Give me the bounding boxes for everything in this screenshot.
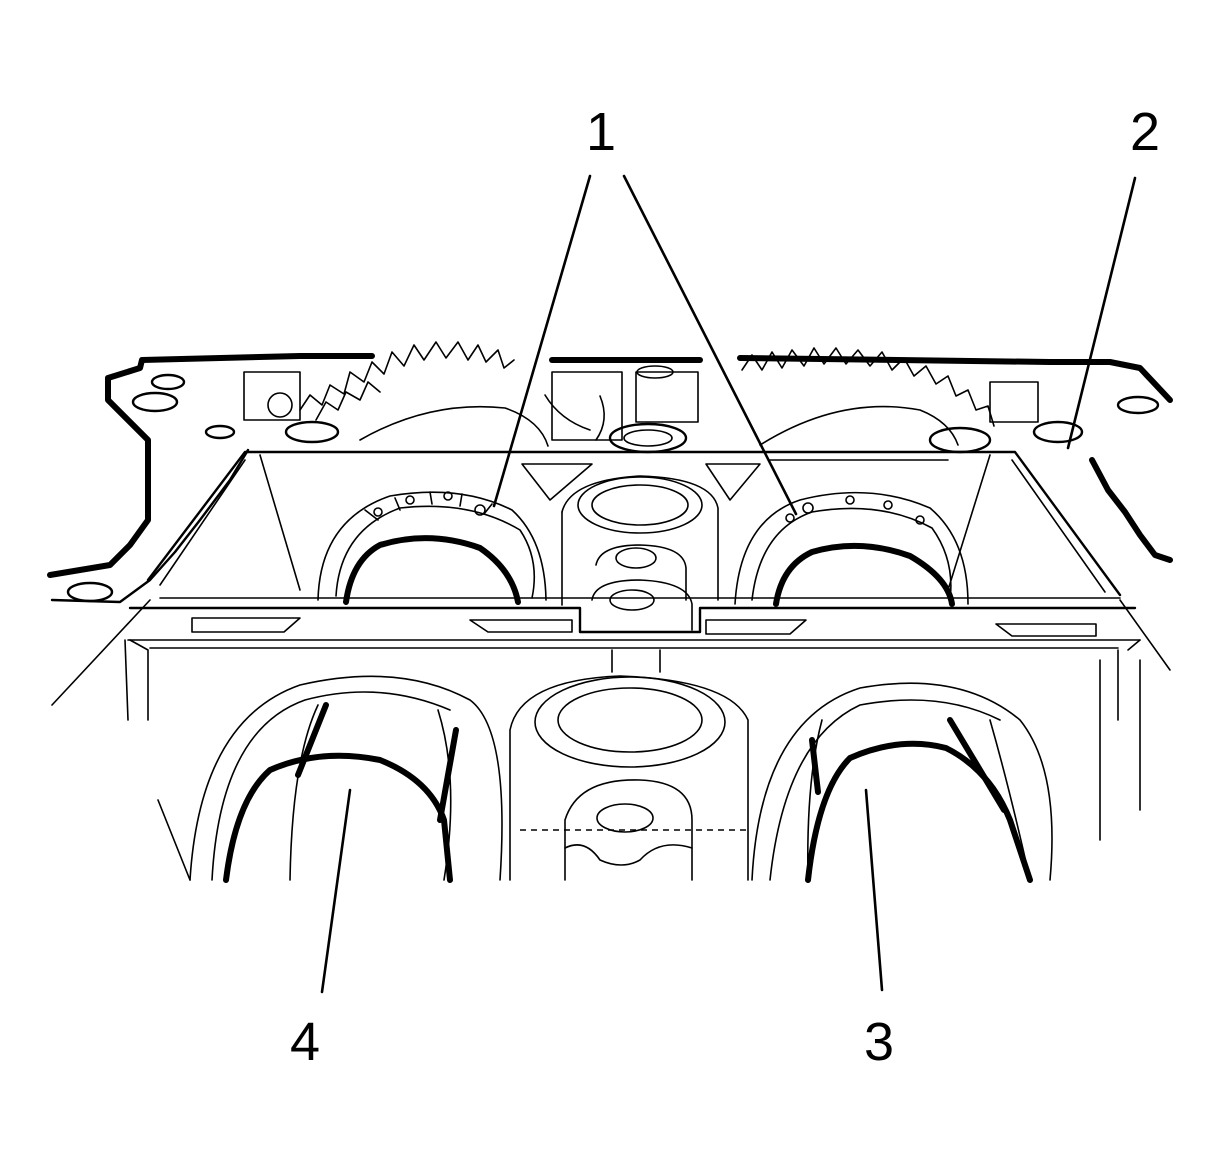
- right-lower-bearing: [751, 682, 1053, 883]
- center-fittings: [243, 371, 1039, 454]
- leader-4: [320, 788, 352, 994]
- callout-3-label: 3: [864, 1012, 894, 1072]
- left-lower-bearing: [189, 675, 503, 883]
- upper-tray: [51, 450, 1171, 881]
- right-cam-gear: [741, 347, 995, 461]
- callout-1-label: 1: [586, 102, 616, 162]
- callout-4-label: 4: [290, 1012, 320, 1072]
- leader-2: [1066, 176, 1137, 450]
- center-tower-upper: [561, 475, 719, 673]
- left-cam-bearing: [317, 491, 547, 605]
- right-cam-bearing: [734, 491, 969, 607]
- leader-1-right: [622, 174, 798, 516]
- leader-1-left: [492, 174, 592, 508]
- callout-2-label: 2: [1130, 102, 1160, 162]
- head-outer-outline: [47, 353, 1173, 604]
- center-tower-lower: [509, 675, 750, 881]
- bolt-holes: [66, 365, 1160, 603]
- leader-lines: [320, 174, 1137, 994]
- leader-3: [864, 788, 884, 992]
